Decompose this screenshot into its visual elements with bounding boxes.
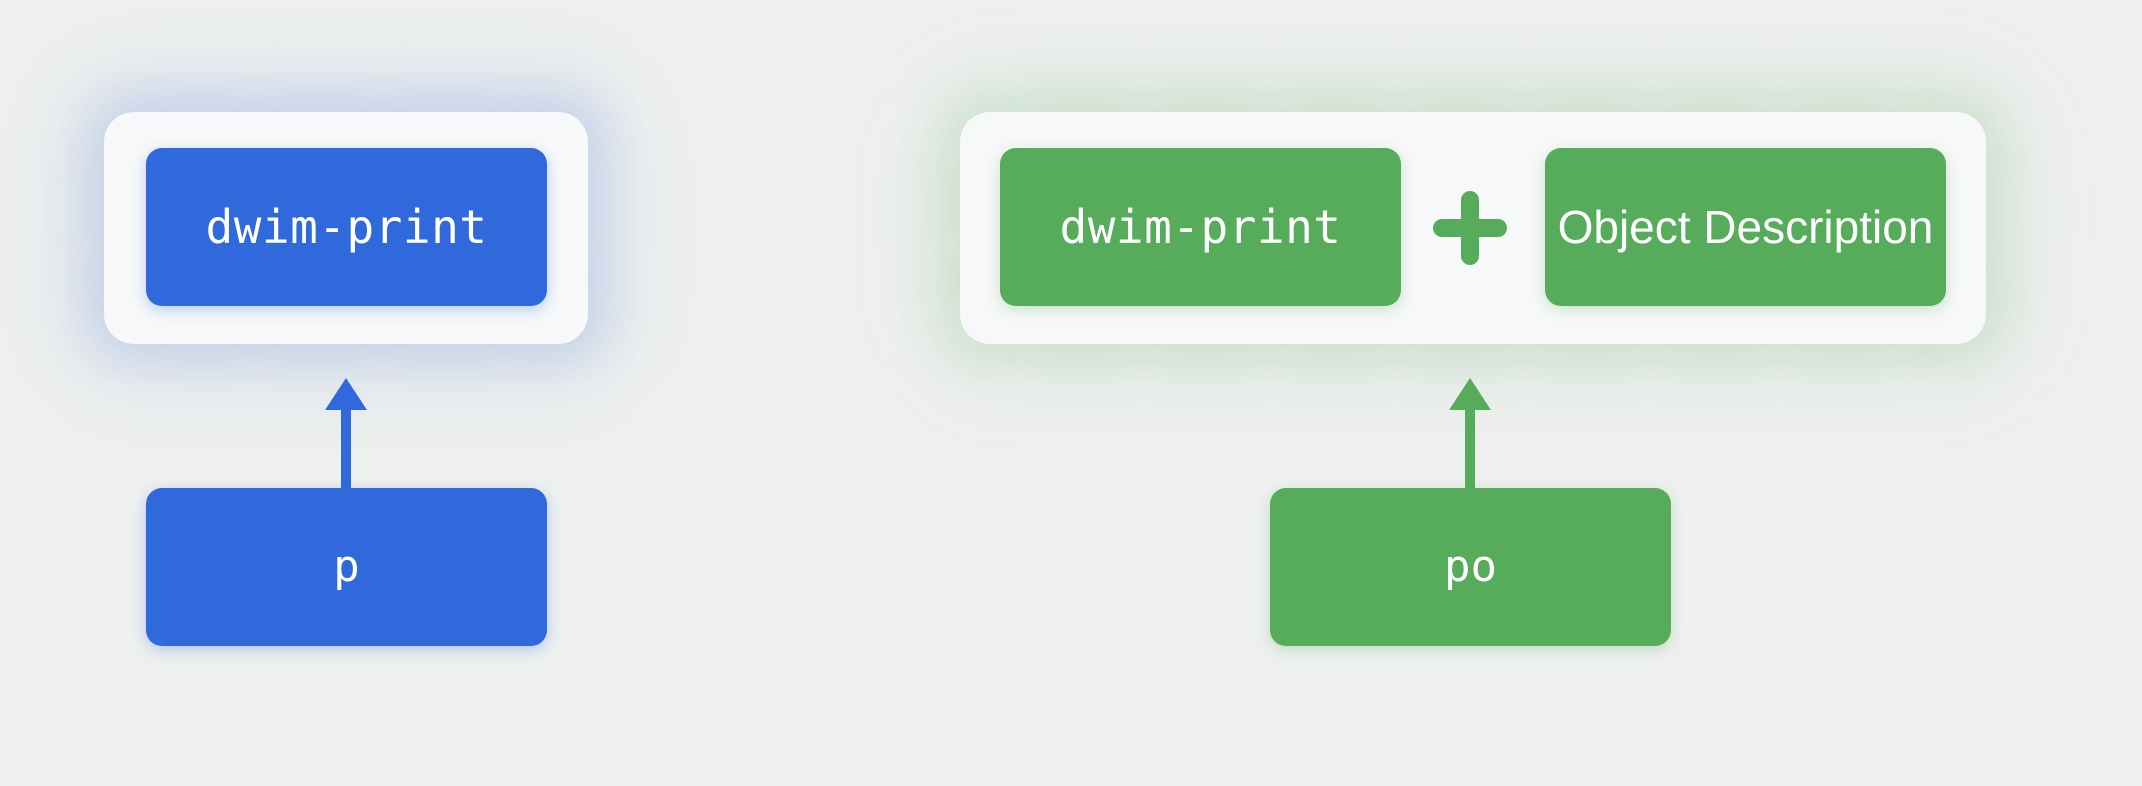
arrow-shaft [1465,410,1475,488]
arrow-head-icon [325,378,367,410]
arrow-shaft [341,410,351,488]
node-dwim-print-green[interactable]: dwim-print [1000,148,1401,306]
node-label: po [1444,541,1497,592]
node-label: Object Description [1557,201,1934,253]
arrow-head-icon [1449,378,1491,410]
plus-bar-vertical [1461,191,1479,265]
arrow-p-to-dwim-print [325,378,367,488]
node-object-description[interactable]: Object Description [1545,148,1946,306]
node-dwim-print-blue[interactable]: dwim-print [146,148,547,306]
node-label: p [333,541,360,592]
node-command-p[interactable]: p [146,488,547,646]
arrow-po-to-outputs [1449,378,1491,488]
node-label: dwim-print [1059,200,1342,254]
node-label: dwim-print [205,200,488,254]
plus-operator-icon [1433,191,1507,265]
node-command-po[interactable]: po [1270,488,1671,646]
